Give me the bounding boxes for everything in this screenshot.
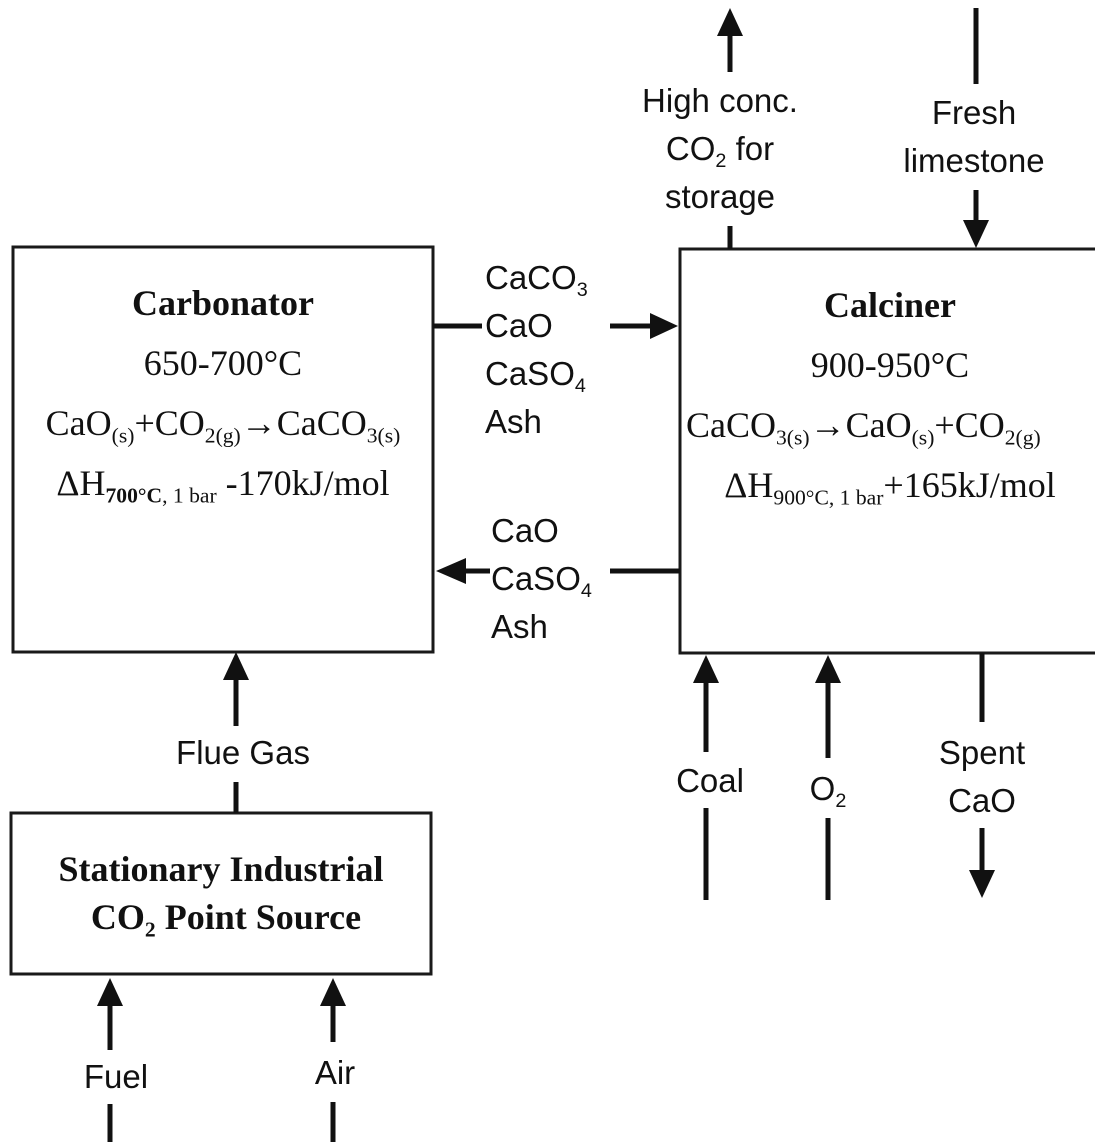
flue-gas-label: Flue Gas	[176, 734, 310, 771]
spent-cao-label: Spent CaO	[939, 729, 1025, 825]
carbonator-box	[11, 245, 435, 654]
calciner-box	[678, 247, 1095, 655]
calciner-title: Calciner	[824, 285, 956, 325]
stream-caso4: CaSO4	[485, 355, 586, 397]
stream-to-carbonator-label: CaO CaSO4 Ash	[491, 507, 592, 651]
limestone-line1: Fresh	[931, 94, 1017, 131]
source-title-line2: CO2 Point Source	[90, 897, 362, 942]
air-arrowhead	[320, 978, 346, 1006]
limestone-label: Fresh limestone	[903, 89, 1044, 185]
calciner-enthalpy: ΔH900°C, 1 bar+165kJ/mol	[724, 465, 1056, 510]
limestone-arrowhead	[963, 220, 989, 248]
co2-out-line3: storage	[664, 178, 776, 215]
co2-out-label: High conc. CO2 for storage	[642, 77, 798, 221]
carbonator-reaction: CaO(s)+CO2(g)→CaCO3(s)	[45, 403, 401, 448]
oxygen-label: O2	[809, 770, 847, 812]
spent-line2: CaO	[948, 782, 1016, 819]
coal-arrowhead	[693, 655, 719, 683]
fuel-arrowhead	[97, 978, 123, 1006]
co2-out-line1: High conc.	[642, 82, 798, 119]
source-box	[9, 811, 433, 976]
stream-caco3: CaCO3	[485, 259, 588, 301]
to-carbonator-arrowhead	[436, 558, 466, 584]
return-cao: CaO	[491, 512, 559, 549]
limestone-line2: limestone	[903, 142, 1045, 179]
oxygen-arrowhead	[815, 655, 841, 683]
stream-to-calciner-label: CaCO3 CaO CaSO4 Ash	[485, 254, 588, 446]
flue-gas-arrowhead	[223, 652, 249, 680]
carbonator-enthalpy: ΔH700°C, 1 bar -170kJ/mol	[56, 463, 390, 508]
coal-label: Coal	[676, 762, 744, 799]
return-ash: Ash	[491, 608, 548, 645]
source-title-line1: Stationary Industrial	[58, 849, 384, 889]
spent-arrowhead	[969, 870, 995, 898]
air-label: Air	[314, 1054, 356, 1091]
return-caso4: CaSO4	[491, 560, 592, 602]
co2-out-arrowhead	[717, 8, 743, 36]
to-calciner-arrowhead	[650, 313, 678, 339]
spent-line1: Spent	[938, 734, 1026, 771]
calciner-reaction: CaCO3(s)→CaO(s)+CO2(g)	[686, 405, 1041, 450]
stream-cao: CaO	[485, 307, 553, 344]
stream-ash: Ash	[485, 403, 542, 440]
fuel-label: Fuel	[83, 1058, 149, 1095]
carbonator-temperature: 650-700°C	[143, 343, 303, 383]
carbonator-title: Carbonator	[132, 283, 314, 323]
co2-out-line2: CO2 for	[665, 130, 775, 172]
calciner-temperature: 900-950°C	[810, 345, 970, 385]
